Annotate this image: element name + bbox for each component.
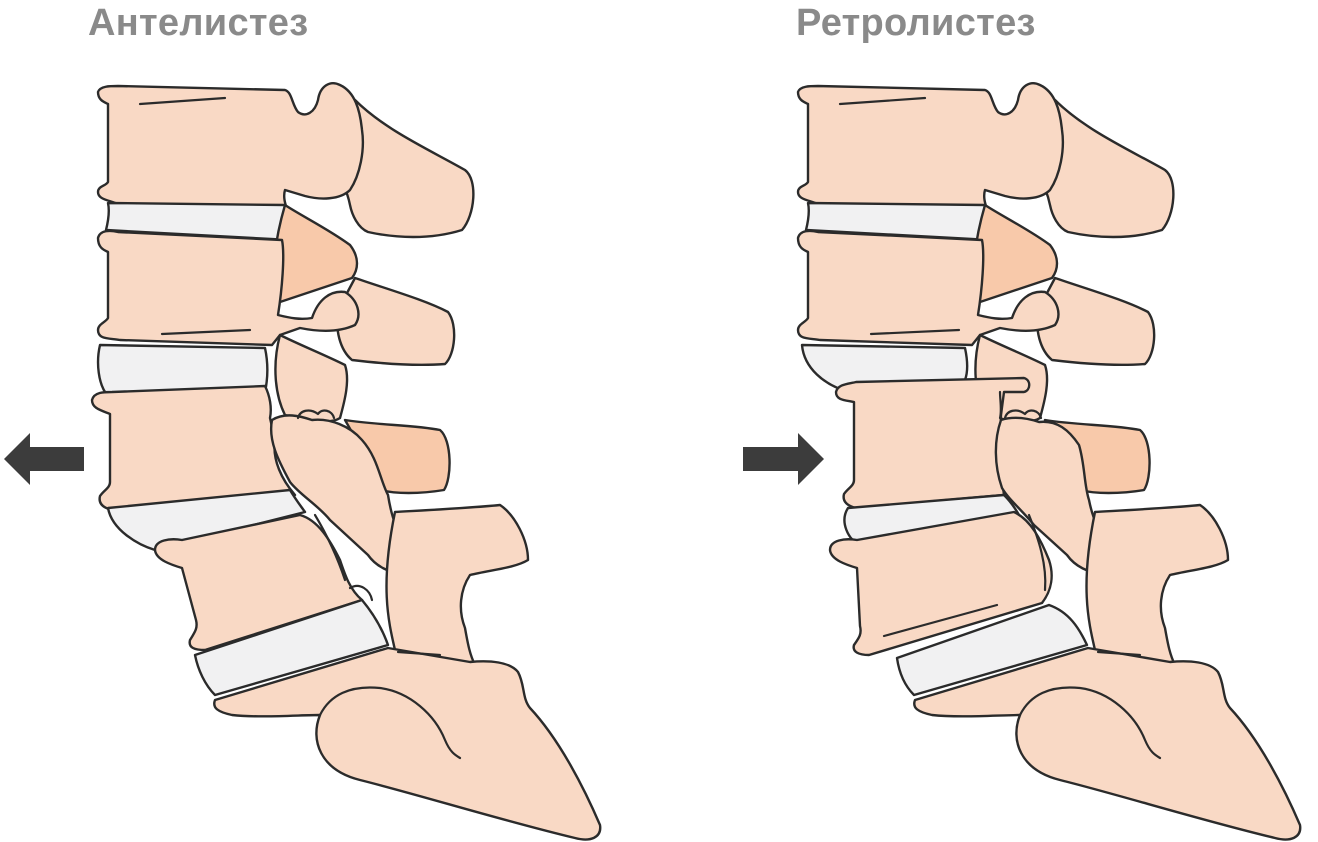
vertebra-l2-body bbox=[96, 229, 360, 347]
sacrum bbox=[213, 646, 602, 841]
vertebra-l3-body bbox=[90, 384, 297, 512]
antelisthesis-spine-illustration bbox=[4, 82, 602, 841]
vertebra-l4-spinous-process bbox=[1085, 503, 1230, 667]
disc-l4-l5 bbox=[193, 598, 390, 697]
retrolisthesis-spine-illustration bbox=[743, 82, 1302, 841]
vertebra-l2-spinous-process bbox=[1036, 276, 1156, 366]
vertebra-l4-spinous-process bbox=[385, 503, 530, 667]
sacrum bbox=[913, 646, 1302, 841]
antelisthesis-panel: Антелистез bbox=[4, 2, 602, 841]
arrow-left-icon bbox=[4, 433, 84, 485]
vertebra-l4-body bbox=[828, 510, 1053, 657]
vertebra-l2-facet bbox=[972, 203, 1059, 304]
vertebra-l2-body bbox=[796, 229, 1060, 347]
vertebra-l1-body bbox=[96, 82, 364, 222]
vertebra-l1-body bbox=[796, 82, 1064, 222]
retrolisthesis-title: Ретролистез bbox=[796, 2, 1036, 44]
retrolisthesis-panel: Ретролистез bbox=[659, 0, 1318, 842]
vertebra-l2-spinous-process bbox=[336, 276, 456, 366]
arrow-right-icon bbox=[743, 433, 824, 485]
vertebra-l3-lamina bbox=[274, 333, 349, 423]
disc-l4-l5 bbox=[895, 603, 1089, 697]
vertebra-l2-facet bbox=[272, 203, 359, 304]
antelisthesis-title: Антелистез bbox=[88, 2, 309, 44]
